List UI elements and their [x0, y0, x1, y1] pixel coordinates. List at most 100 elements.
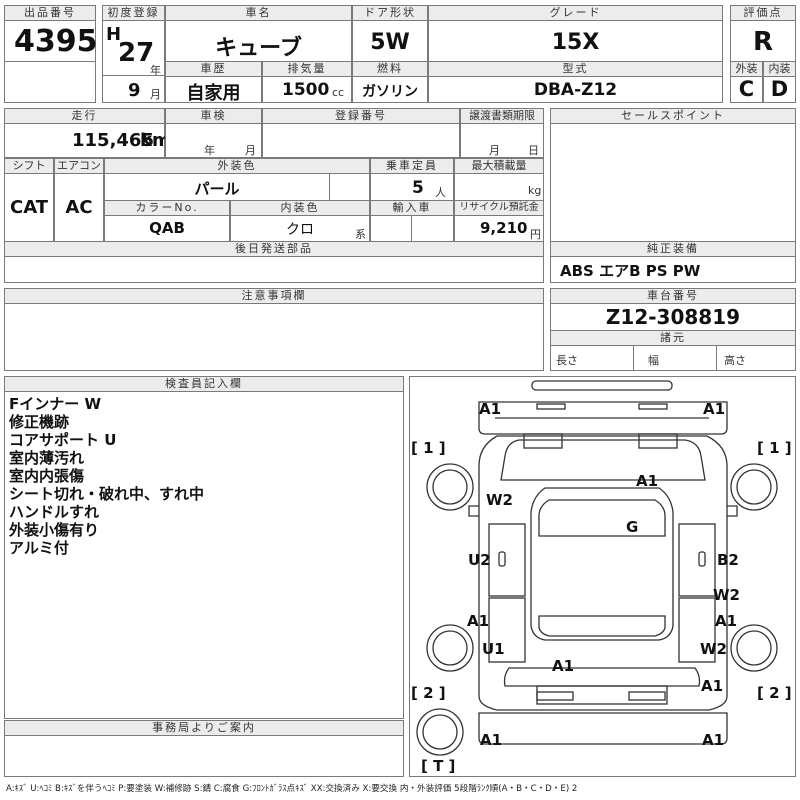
transfer-header: 譲渡書類期限 — [460, 108, 544, 124]
mark-right-quarter: W2 — [700, 640, 727, 658]
fuel-header: 燃料 — [352, 61, 428, 77]
equipment: ABS エアB PS PW — [560, 262, 701, 280]
inspector-cell — [4, 391, 404, 719]
lot-no-blank — [4, 61, 96, 103]
specs-header: 諸元 — [550, 330, 796, 346]
score: R — [752, 27, 774, 57]
mark-trunk-bracket: [ T ] — [421, 757, 456, 775]
mark-right-front-door: B2 — [717, 551, 739, 569]
mark-rear-right-bumper: A1 — [702, 731, 725, 749]
exterior-score: C — [738, 77, 755, 101]
seats-header: 乗車定員 — [370, 158, 454, 174]
grade: 15X — [551, 30, 600, 55]
model-cell — [428, 76, 723, 103]
interior-cell — [763, 76, 796, 103]
grade-cell — [428, 20, 723, 62]
color-no-header: カラーNo. — [104, 200, 230, 216]
width-cell — [633, 345, 717, 371]
fuel: ガソリン — [362, 84, 418, 100]
mileage-cell — [4, 123, 165, 158]
ext-color: パール — [194, 180, 240, 198]
note-line: 修正機跡 — [9, 413, 70, 431]
interior-score: D — [770, 77, 789, 101]
lot-no-cell — [4, 20, 96, 62]
later-parts-header: 後日発送部品 — [4, 241, 544, 257]
reg-no-header: 登録番号 — [262, 108, 460, 124]
mileage-unit: km — [140, 130, 171, 151]
inspector-header: 検査員記入欄 — [4, 376, 404, 392]
inspection-header: 車検 — [165, 108, 262, 124]
shift-cell — [4, 173, 54, 242]
import-cell-b — [411, 215, 454, 242]
transfer-cell — [460, 123, 544, 158]
caution-header: 注意事項欄 — [4, 288, 544, 304]
sales-point-header: セールスポイント — [550, 108, 796, 124]
inspector-notes: Fインナー W 修正機跡 コアサポート U 室内薄汚れ 室内内張傷 シート切れ・… — [9, 395, 204, 557]
reg-no-cell — [262, 123, 460, 158]
grade-header: グレード — [428, 5, 723, 21]
month-unit: 月 — [150, 88, 161, 101]
mark-right-rear-corner: A1 — [701, 677, 724, 695]
chassis-cell — [550, 303, 796, 331]
score-cell — [730, 20, 796, 62]
mark-windshield: G — [626, 518, 639, 536]
ac: AC — [65, 197, 93, 218]
chassis-header: 車台番号 — [550, 288, 796, 304]
note-line: 室内内張傷 — [9, 467, 85, 485]
caution-cell — [4, 303, 544, 371]
note-line: アルミ付 — [9, 539, 69, 557]
note-line: シート切れ・破れ中、すれ中 — [9, 485, 205, 503]
reg-month: 9 — [128, 80, 141, 101]
mark-left-quarter: U1 — [482, 640, 505, 658]
transfer-day-unit: 日 — [528, 144, 539, 157]
recycle-header: リサイクル預託金 — [454, 200, 544, 216]
seats-cell — [370, 173, 454, 201]
door-header: ドア形状 — [352, 5, 428, 21]
reg-year: 27 — [118, 38, 155, 68]
office-cell — [4, 735, 404, 777]
mark-right-rear-door: A1 — [715, 612, 738, 630]
length-cell — [550, 345, 634, 371]
mark-left-fender: W2 — [486, 491, 513, 509]
length-label: 長さ — [556, 354, 578, 367]
height-cell — [716, 345, 796, 371]
mark-bracket-1-left: [ 1 ] — [411, 439, 446, 457]
later-parts-cell — [4, 256, 544, 283]
max-load-cell — [454, 173, 544, 201]
car-name-header: 車名 — [165, 5, 352, 21]
displacement-header: 排気量 — [262, 61, 352, 77]
month-cell — [102, 75, 165, 103]
displacement-unit: cc — [332, 86, 345, 99]
equipment-cell — [550, 256, 796, 283]
max-load-unit: kg — [528, 184, 542, 197]
int-color-header: 内装色 — [230, 200, 370, 216]
note-line: コアサポート U — [9, 431, 117, 449]
ext-color-cell — [104, 173, 330, 201]
exterior-cell — [730, 76, 763, 103]
mark-bracket-2-right: [ 2 ] — [757, 684, 792, 702]
first-reg-header: 初度登録 — [102, 5, 165, 21]
mark-front-left-bumper: A1 — [479, 400, 502, 418]
ext-color-header: 外装色 — [104, 158, 370, 174]
import-cell-a — [370, 215, 412, 242]
equipment-header: 純正装備 — [550, 241, 796, 257]
mark-bracket-1-right: [ 1 ] — [757, 439, 792, 457]
ac-header: エアコン — [54, 158, 104, 174]
note-line: Fインナー W — [9, 395, 102, 413]
door-type: 5W — [370, 30, 410, 55]
first-reg-cell — [102, 20, 165, 76]
displacement: 1500 — [282, 80, 330, 100]
inspection-cell — [165, 123, 262, 158]
lot-no-header: 出品番号 — [4, 5, 96, 21]
office-header: 事務局よりご案内 — [4, 720, 404, 736]
mark-right-rear-door-upper: W2 — [713, 586, 740, 604]
fuel-cell — [352, 76, 428, 103]
height-label: 高さ — [724, 354, 746, 367]
note-line: 室内薄汚れ — [9, 449, 85, 467]
seats-unit: 人 — [435, 186, 446, 199]
model-header: 型式 — [428, 61, 723, 77]
int-color-unit: 系 — [355, 228, 366, 241]
int-color: クロ — [286, 222, 314, 238]
recycle-unit: 円 — [530, 228, 541, 241]
max-load-header: 最大積載量 — [454, 158, 544, 174]
